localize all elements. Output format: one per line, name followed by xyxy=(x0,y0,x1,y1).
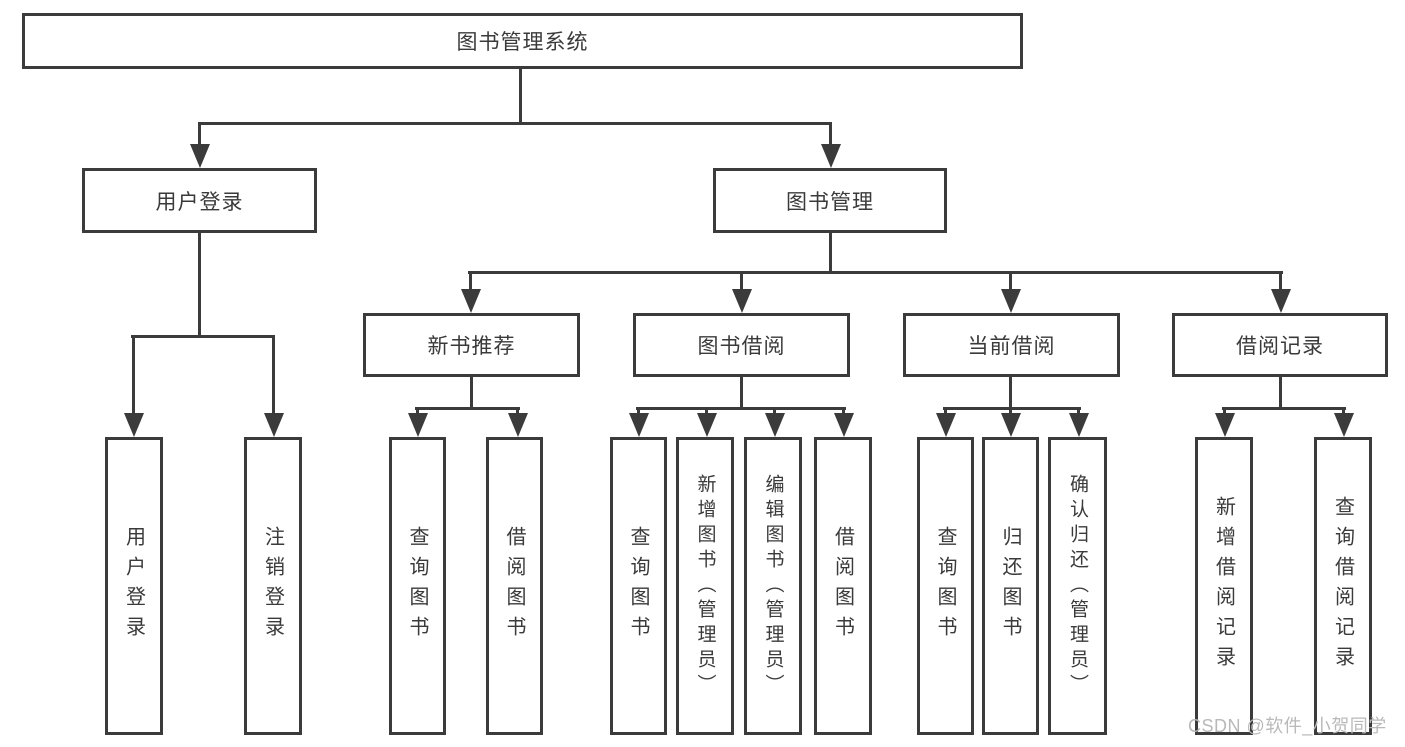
leaf-add-book-admin: 新增图书（管理员） xyxy=(676,437,734,735)
leaf-user-login: 用户登录 xyxy=(105,437,163,735)
node-borrow-records: 借阅记录 xyxy=(1172,313,1388,377)
connector-line xyxy=(773,407,776,415)
arrow-down-icon xyxy=(264,413,284,437)
arrow-down-icon xyxy=(1069,413,1089,437)
leaf-add-borrow-record: 新增借阅记录 xyxy=(1195,437,1253,735)
connector-line xyxy=(1279,377,1282,410)
arrow-down-icon xyxy=(732,289,752,313)
connector-line xyxy=(1279,271,1282,291)
arrow-down-icon xyxy=(408,413,428,437)
connector-line xyxy=(272,335,275,415)
node-book-borrow: 图书借阅 xyxy=(633,313,850,377)
connector-line xyxy=(415,407,520,410)
connector-line xyxy=(416,407,419,415)
leaf-query-books-current: 查询图书 xyxy=(917,437,974,735)
leaf-edit-book-admin: 编辑图书（管理员） xyxy=(744,437,802,735)
arrow-down-icon xyxy=(190,144,210,168)
arrow-down-icon xyxy=(834,413,854,437)
connector-line xyxy=(1009,271,1012,291)
connector-line xyxy=(198,122,201,146)
arrow-down-icon xyxy=(765,413,785,437)
connector-line xyxy=(636,407,846,410)
node-book-management: 图书管理 xyxy=(713,168,947,233)
connector-line xyxy=(829,233,832,274)
connector-line xyxy=(1223,407,1226,415)
connector-line xyxy=(842,407,845,415)
connector-line xyxy=(469,271,472,291)
node-new-book-recommend: 新书推荐 xyxy=(363,313,580,377)
connector-line xyxy=(1009,407,1012,415)
arrow-down-icon xyxy=(629,413,649,437)
arrow-down-icon xyxy=(461,289,481,313)
arrow-down-icon xyxy=(1271,289,1291,313)
connector-line xyxy=(637,407,640,415)
connector-line xyxy=(1222,407,1346,410)
leaf-logout: 注销登录 xyxy=(244,437,302,735)
leaf-borrow-books-recommend: 借阅图书 xyxy=(486,437,543,735)
arrow-down-icon xyxy=(936,413,956,437)
leaf-query-borrow-record: 查询借阅记录 xyxy=(1314,437,1372,735)
connector-line xyxy=(1342,407,1345,415)
connector-line xyxy=(705,407,708,415)
connector-line xyxy=(943,407,1081,410)
connector-line xyxy=(740,271,743,291)
node-user-login: 用户登录 xyxy=(82,168,317,233)
leaf-query-books-recommend: 查询图书 xyxy=(389,437,446,735)
connector-line xyxy=(516,407,519,415)
connector-line xyxy=(132,335,135,415)
arrow-down-icon xyxy=(821,144,841,168)
connector-line xyxy=(468,271,1283,274)
arrow-down-icon xyxy=(1001,289,1021,313)
connector-line xyxy=(1077,407,1080,415)
arrow-down-icon xyxy=(508,413,528,437)
connector-line xyxy=(944,407,947,415)
arrow-down-icon xyxy=(124,413,144,437)
leaf-borrow-books-borrow: 借阅图书 xyxy=(814,437,872,735)
leaf-return-book: 归还图书 xyxy=(982,437,1039,735)
connector-line xyxy=(198,122,832,125)
node-root: 图书管理系统 xyxy=(22,13,1023,69)
connector-line xyxy=(470,377,473,410)
leaf-query-books-borrow: 查询图书 xyxy=(610,437,667,735)
connector-line xyxy=(1009,377,1012,410)
connector-line xyxy=(829,122,832,146)
connector-line xyxy=(519,69,522,125)
watermark: CSDN @软件_小贺同学 xyxy=(1188,716,1387,736)
arrow-down-icon xyxy=(1001,413,1021,437)
connector-line xyxy=(740,377,743,410)
arrow-down-icon xyxy=(697,413,717,437)
node-current-borrow: 当前借阅 xyxy=(903,313,1120,377)
connector-line xyxy=(131,335,275,338)
arrow-down-icon xyxy=(1334,413,1354,437)
arrow-down-icon xyxy=(1215,413,1235,437)
leaf-confirm-return-admin: 确认归还（管理员） xyxy=(1048,437,1107,735)
connector-line xyxy=(198,233,201,338)
